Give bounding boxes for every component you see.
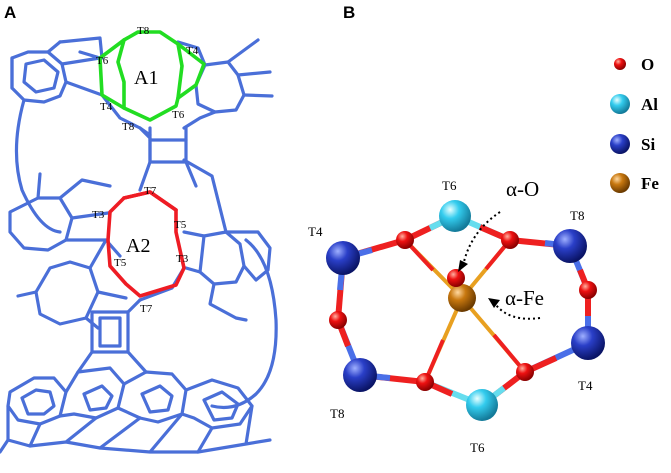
o-atom [579, 281, 597, 299]
label-t7-a2-bottom: T7 [140, 303, 153, 315]
label-t8-right: T8 [570, 208, 584, 223]
framework-lattice [0, 36, 278, 454]
si-atom-t4-left [326, 241, 360, 275]
legend-fe-label: Fe [641, 174, 659, 193]
label-t7-a2-top: T7 [144, 185, 157, 197]
si-atom-t4-right [571, 326, 605, 360]
label-t6-top: T6 [442, 178, 457, 193]
label-t8-bottom: T8 [330, 406, 344, 421]
label-alpha-o: α-O [506, 177, 539, 201]
o-atom [501, 231, 519, 249]
panel-b: B [308, 3, 659, 455]
label-t3-a2-lower-right: T3 [176, 253, 189, 265]
legend-si-swatch [610, 134, 630, 154]
o-atom-alpha [447, 269, 465, 287]
atoms [326, 200, 605, 421]
legend-al-swatch [610, 94, 630, 114]
label-t3-a2-left: T3 [92, 209, 105, 221]
ring-a2-label: A2 [126, 235, 150, 257]
legend-o-label: O [641, 55, 654, 74]
label-t5-a2-lower-left: T5 [114, 257, 127, 269]
si-atom-t8-bottom [343, 358, 377, 392]
ring-a1-label: A1 [134, 67, 158, 89]
si-atom-t8-right [553, 229, 587, 263]
legend-o-swatch [614, 58, 626, 70]
label-t8-a1-bottom: T8 [122, 121, 135, 133]
legend-al-label: Al [641, 95, 658, 114]
panel-b-letter: B [343, 3, 355, 22]
legend-fe-swatch [610, 173, 630, 193]
o-atom [329, 311, 347, 329]
label-t4-a1-right: T4 [186, 45, 199, 57]
o-atom [516, 363, 534, 381]
panel-a-letter: A [4, 3, 16, 22]
o-atom [416, 373, 434, 391]
label-t6-bottom: T6 [470, 440, 485, 455]
label-t6-a1-lower-right: T6 [172, 109, 185, 121]
al-atom-t6-top [439, 200, 471, 232]
label-t6-a1-left: T6 [96, 55, 109, 67]
label-t4-right: T4 [578, 378, 593, 393]
label-t5-a2-right: T5 [174, 219, 187, 231]
ring-a1: A1 [98, 30, 206, 122]
al-atom-t6-bottom [466, 389, 498, 421]
legend: O Al Si Fe [610, 55, 659, 193]
o-atom [396, 231, 414, 249]
ring-a2: A2 [106, 190, 186, 298]
legend-si-label: Si [641, 135, 655, 154]
fe-atom-alpha [448, 284, 476, 312]
label-alpha-fe: α-Fe [505, 286, 544, 310]
panel-a: A [0, 3, 278, 454]
label-t8-a1-top: T8 [137, 25, 150, 37]
annotation-arrows [458, 211, 541, 320]
label-t4-a1-lower-left: T4 [100, 101, 113, 113]
label-t4-left: T4 [308, 224, 323, 239]
